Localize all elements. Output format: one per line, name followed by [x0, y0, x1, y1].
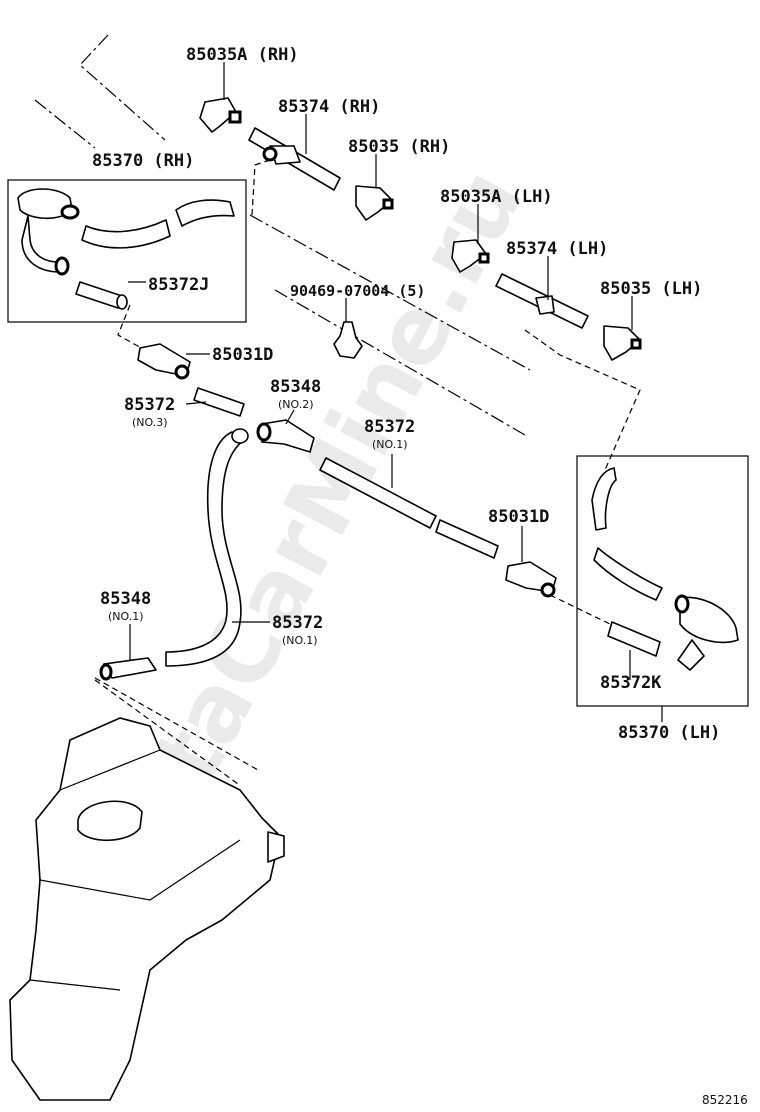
- callout-nozzle-85035-rh: 85035 (RH): [348, 137, 450, 157]
- reference-lines: [34, 34, 641, 785]
- check-valve-85031d-left-part: [137, 343, 191, 380]
- callout-nozzle-85035-lh: 85035 (LH): [600, 279, 702, 299]
- callout-hose-85372k: 85372K: [600, 673, 662, 693]
- callout-nozzle-85035a-rh: 85035A (RH): [186, 45, 299, 65]
- washer-tank: [9, 717, 285, 1101]
- callout-hose-85372-no1-bottom: 85372: [272, 613, 323, 633]
- hose-85372j-part: [75, 281, 128, 310]
- callout-hose-85374-lh: 85374 (LH): [506, 239, 608, 259]
- nozzle-85035a-lh-part: [451, 239, 490, 273]
- callout-check-valve-85031d-right: 85031D: [488, 507, 549, 527]
- callout-nozzle-85035a-lh: 85035A (LH): [440, 187, 553, 207]
- callout-joint-85348-no1-sub: (NO.1): [108, 610, 144, 623]
- callout-check-valve-85031d-left: 85031D: [212, 345, 273, 365]
- callout-washer-nozzle-assy-lh: 85370 (LH): [618, 723, 720, 743]
- hose-85372-no1-top-part: [319, 457, 499, 559]
- nozzle-assy-lh: [591, 467, 739, 671]
- figure-number: 852216: [702, 1093, 748, 1107]
- nozzle-assy-rh: [17, 188, 235, 276]
- callout-hose-85372-no1-top-sub: (NO.1): [372, 438, 408, 451]
- hose-85374-rh-part: [248, 127, 341, 191]
- washer-nozzle-assy-rh-box: [7, 179, 247, 323]
- leader-lines: [128, 62, 663, 722]
- callout-hose-85372-no1-bottom-sub: (NO.1): [282, 634, 318, 647]
- callout-joint-85348-no1: 85348: [100, 589, 151, 609]
- callout-hose-85372-no3-sub: (NO.3): [132, 416, 168, 429]
- callout-joint-85348-no2: 85348: [270, 377, 321, 397]
- hose-85372-no3-part: [193, 387, 245, 417]
- check-valve-85031d-right-part: [505, 561, 557, 598]
- callout-hose-85374-rh: 85374 (RH): [278, 97, 380, 117]
- nozzle-85035a-rh-part: [199, 97, 242, 133]
- callout-joint-85348-no2-sub: (NO.2): [278, 398, 314, 411]
- callout-hose-85372j: 85372J: [148, 275, 209, 295]
- nozzle-85035-lh-part: [603, 325, 642, 361]
- callout-washer-nozzle-assy-rh: 85370 (RH): [92, 151, 194, 171]
- joint-85348-no1-part: [99, 657, 157, 681]
- nozzle-85035-rh-part: [355, 185, 394, 221]
- hose-85374-lh-part: [495, 273, 589, 329]
- joint-85348-no2-part: [256, 419, 315, 453]
- hose-85372-no1-bottom-part: [165, 428, 249, 667]
- callout-hose-85372-no1-top: 85372: [364, 417, 415, 437]
- callout-hose-85372-no3: 85372: [124, 395, 175, 415]
- clip-90469-part: [333, 321, 363, 359]
- callout-clip-90469: 90469-07004 (5): [290, 282, 425, 300]
